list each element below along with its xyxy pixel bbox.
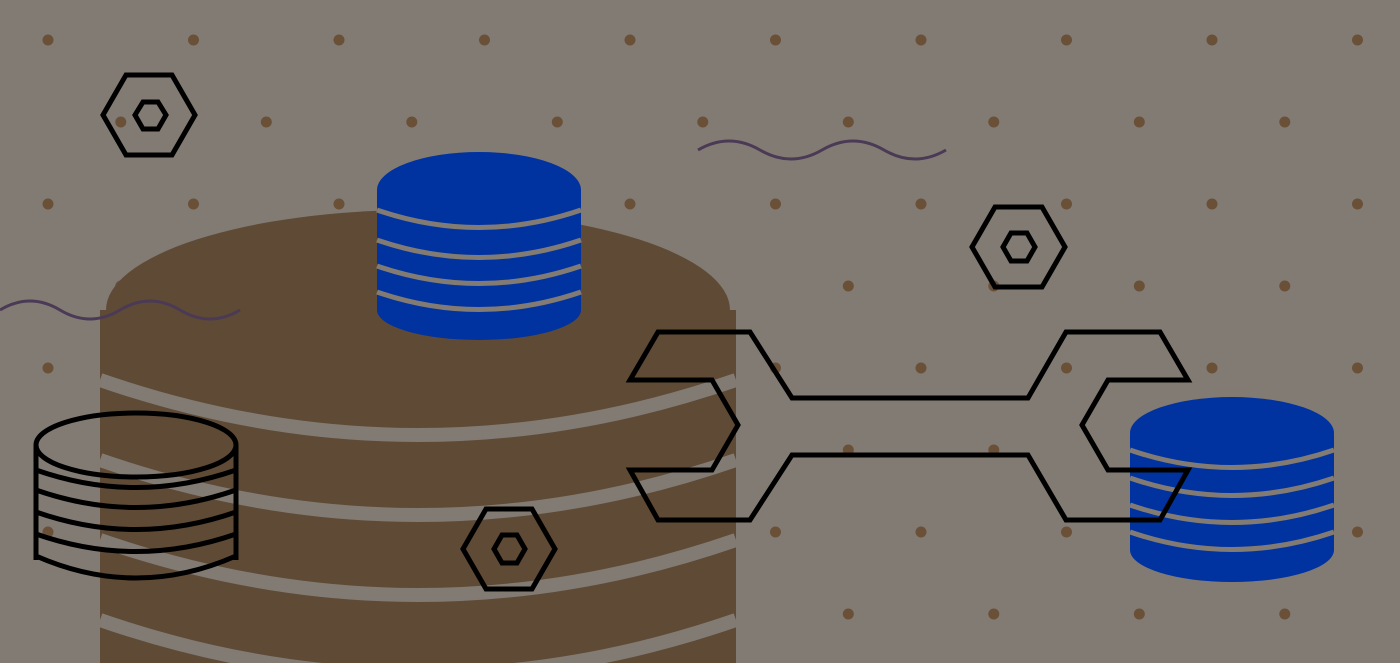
grid-dot [260,116,272,128]
grid-dot [1206,34,1218,46]
wave-line [697,139,947,161]
wave-line [0,299,241,321]
grid-dot [1279,608,1291,620]
grid-dot [406,116,418,128]
blue-database-icon-top [376,152,582,340]
grid-dot [915,526,927,538]
grid-dot [42,34,54,46]
hex-nut-icon [460,506,558,592]
grid-dot [1279,280,1291,292]
hex-nut-icon [100,72,198,158]
grid-dot [1279,116,1291,128]
grid-dot [842,608,854,620]
blue-database-icon-right [1129,397,1335,582]
grid-dot [770,34,781,46]
grid-dot [1133,116,1145,128]
grid-dot [624,34,636,46]
grid-dot [842,116,854,128]
grid-dot [333,198,345,210]
grid-dot [1352,362,1363,374]
grid-dot [697,116,709,128]
grid-dot [770,198,781,210]
grid-dot [333,34,345,46]
grid-dot [915,362,927,374]
grid-dot [42,362,54,374]
grid-dot [624,198,636,210]
grid-dot [188,34,199,46]
grid-dot [551,116,563,128]
wrench-icon [625,329,1193,523]
grid-dot [1061,526,1072,538]
grid-dot [1352,198,1363,210]
grid-dot [1061,198,1072,210]
grid-dot [915,34,927,46]
grid-dot [988,116,1000,128]
grid-dot [1352,34,1363,46]
grid-dot [1061,34,1072,46]
grid-dot [1206,362,1218,374]
grid-dot [1352,526,1363,538]
grid-dot [915,198,927,210]
grid-dot [479,34,490,46]
grid-dot [842,280,854,292]
grid-dot [1061,362,1072,374]
database-outline-icon [33,410,239,581]
grid-dot [1206,198,1218,210]
grid-dot [188,198,199,210]
grid-dot [988,608,1000,620]
grid-dot [1133,608,1145,620]
grid-dot [115,116,127,128]
grid-dot [42,198,54,210]
grid-dot [770,526,781,538]
hex-nut-icon [969,204,1068,290]
grid-dot [1133,280,1145,292]
